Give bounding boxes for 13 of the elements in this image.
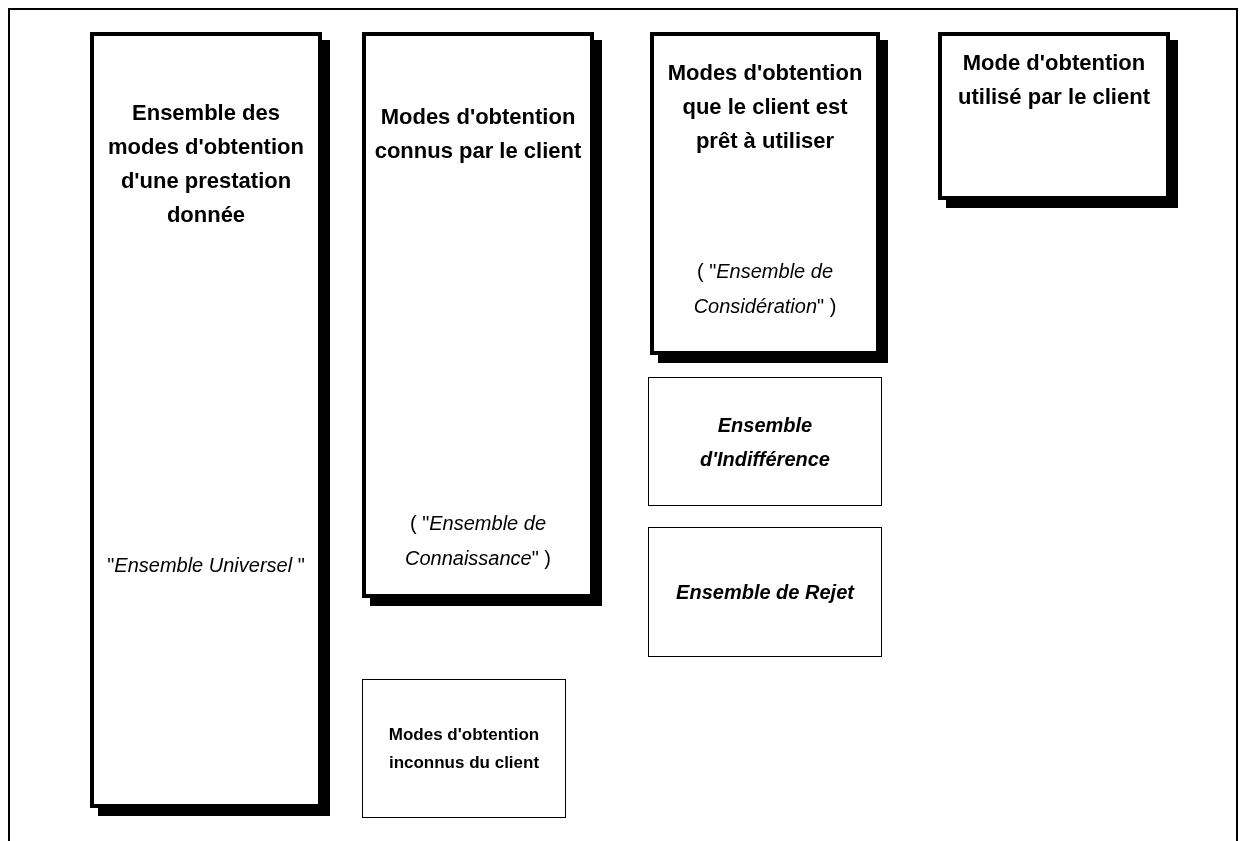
box-title: Modes d'obtention connus par le client <box>373 103 583 165</box>
box-title: Ensemble des modes d'obtention d'une prestation donnée <box>107 99 305 229</box>
box-subtitle: "Ensemble Universel " <box>106 553 306 578</box>
set-box <box>362 679 566 818</box>
set-box <box>648 377 882 506</box>
box-title: Ensemble de Rejet <box>675 580 856 605</box>
box-title: Ensemble d'Indifférence <box>699 412 831 472</box>
box-subtitle: ( "Ensemble de Connaissance" ) <box>403 511 553 571</box>
box-title: Modes d'obtention que le client est prêt à utiliser <box>666 59 864 155</box>
set-box <box>648 527 882 657</box>
box-subtitle: ( "Ensemble de Considération" ) <box>692 259 838 319</box>
box-title: Modes d'obtention inconnus du client <box>387 723 541 774</box>
box-title: Mode d'obtention utilisé par le client <box>957 49 1151 111</box>
